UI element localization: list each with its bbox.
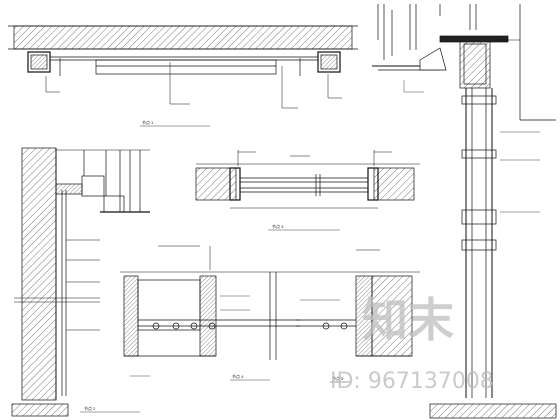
wall-section-detail-left <box>11 147 150 417</box>
watermark-logo-text: 知末 <box>362 293 454 347</box>
curtain-wall-detail-right <box>372 4 556 398</box>
detail-label-bottom-right: 节点 5 <box>332 375 344 381</box>
ceiling-detail-top <box>8 25 358 127</box>
detail-label-middle: 节点 3 <box>272 223 284 229</box>
floor-slab-bottom-right <box>429 403 557 419</box>
detail-label-bottom-center: 节点 4 <box>232 373 244 379</box>
door-frame-detail-bottom <box>120 245 420 383</box>
watermark-id-text: ID: 967137008 <box>330 369 494 394</box>
watermark: 知末 ID: 967137008 <box>330 293 494 394</box>
detail-label-top-left: 节点 1 <box>142 119 154 125</box>
opening-detail-middle <box>195 150 420 231</box>
detail-label-bottom-left: 节点 2 <box>84 405 96 411</box>
